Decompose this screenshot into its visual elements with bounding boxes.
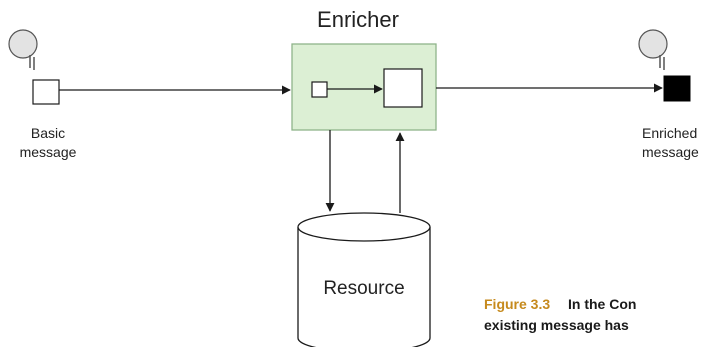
enricher-input-square: [311, 81, 328, 98]
resource-cylinder-top: [297, 212, 431, 242]
figure-caption: Figure 3.3 In the Con existing message h…: [484, 296, 636, 333]
resource-cylinder: [297, 212, 431, 347]
basic-message-pin-stem: [29, 55, 35, 70]
enriched-message-node: [638, 29, 691, 102]
caption-line2: existing message has: [484, 317, 629, 333]
resource-label: Resource: [323, 278, 404, 299]
basic-message-square: [32, 79, 60, 105]
basic-message-label-line1: Basic: [31, 125, 65, 141]
caption-line1: In the Con: [568, 296, 636, 312]
basic-message-label-line2: message: [20, 144, 77, 160]
enriched-message-label-line1: Enriched: [642, 125, 697, 141]
caption-number: Figure 3.3: [484, 296, 550, 312]
basic-message-pin-head: [8, 29, 38, 59]
enriched-message-label-line2: message: [642, 144, 699, 160]
enriched-message-square: [663, 75, 691, 102]
basic-message-node: [8, 29, 60, 105]
enriched-message-pin-head: [638, 29, 668, 59]
enricher-output-square: [383, 68, 423, 108]
resource-cylinder-body: [297, 227, 431, 347]
enricher-title: Enricher: [317, 7, 399, 32]
enriched-message-pin-stem: [659, 55, 665, 70]
